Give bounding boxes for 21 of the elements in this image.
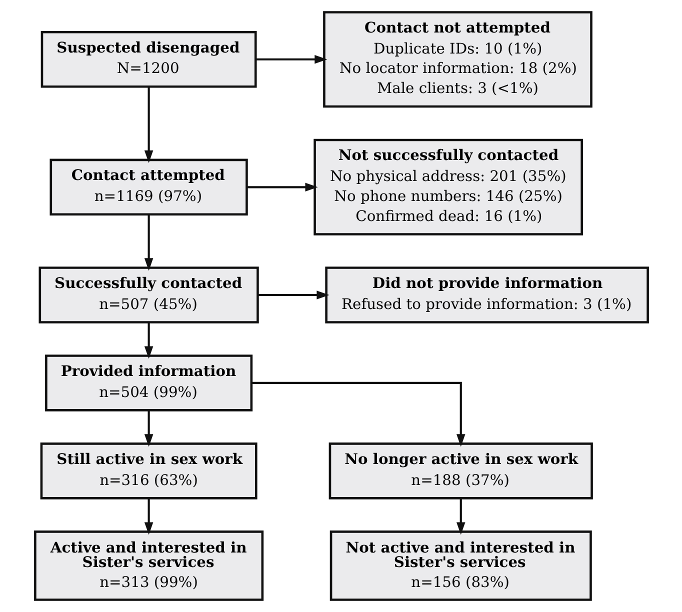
node-box: Contact attempted n=1169 (97%) bbox=[49, 158, 248, 216]
arrow bbox=[144, 86, 153, 163]
arrow bbox=[144, 410, 153, 447]
arrow bbox=[144, 322, 153, 359]
node-box: Provided information n=504 (99%) bbox=[44, 354, 252, 412]
node-box: Not active and interested in Sister's services n=156 (83%) bbox=[329, 530, 592, 601]
arrow bbox=[246, 182, 318, 192]
arrow bbox=[144, 498, 153, 535]
node-box: Did not provide information Refused to provide information: 3 (1%) bbox=[324, 266, 648, 324]
arrow bbox=[256, 54, 327, 64]
node-box: No longer active in sex work n=188 (37%) bbox=[328, 442, 592, 500]
arrow bbox=[258, 290, 329, 300]
node-box: Successfully contacted n=507 (45%) bbox=[38, 266, 258, 324]
node-box: Contact not attempted Duplicate IDs: 10 (1%) No locator information: 18 (2%) Male clients: 3 (<1%) bbox=[322, 11, 592, 108]
node-box: Still active in sex work n=316 (63%) bbox=[40, 442, 257, 500]
arrow bbox=[144, 214, 153, 271]
arrow bbox=[456, 498, 465, 535]
node-box: Suspected disengaged N=1200 bbox=[40, 31, 256, 88]
node-box: Active and interested in Sister's services n=313 (99%) bbox=[34, 530, 264, 601]
node-box: Not successfully contacted No physical address: 201 (35%) No phone numbers: 146 (25%) Confirmed dead: 16 (1%) bbox=[313, 138, 582, 236]
arrow bbox=[251, 382, 465, 447]
